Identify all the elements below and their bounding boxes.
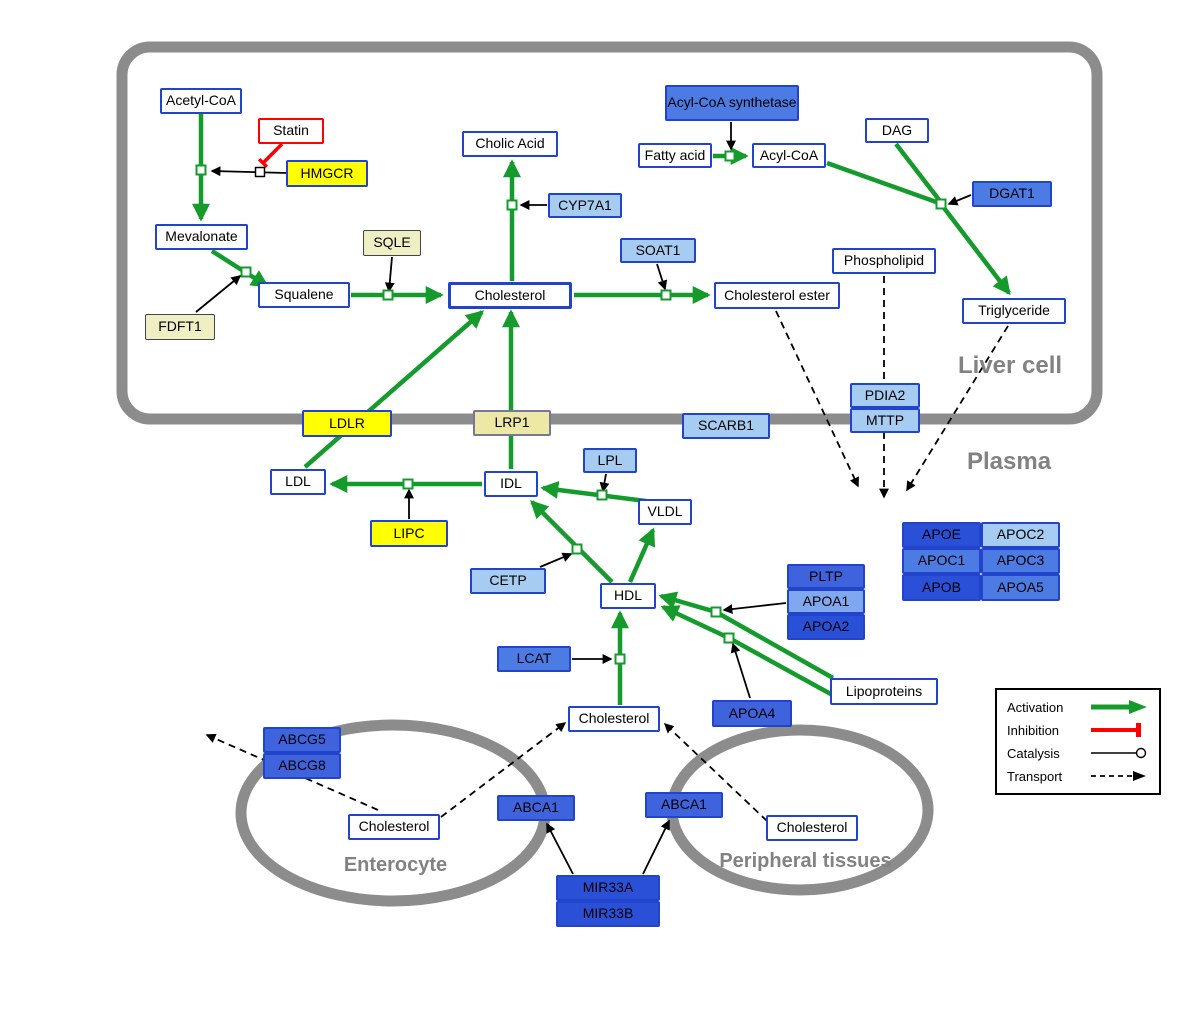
edge-hdl-idl-cetp [530,500,614,584]
legend-transport-label: Transport [1007,768,1063,784]
catalysis-edges [195,122,972,875]
node-phospholipid[interactable]: Phospholipid [832,248,936,274]
node-lcat[interactable]: LCAT [497,646,571,672]
catalysis-soat1 [656,263,668,291]
node-acetyl-coa[interactable]: Acetyl-CoA [160,88,242,114]
node-abcg8[interactable]: ABCG8 [263,753,341,779]
node-sqle[interactable]: SQLE [363,230,421,256]
edge-mevalonate-squalene [210,249,270,288]
liver-cell-label: Liver cell [958,352,1063,379]
node-apoa5[interactable]: APOA5 [981,574,1060,601]
peripheral-tissues-label: Peripheral tissues [719,850,892,872]
node-dgat1[interactable]: DGAT1 [972,181,1052,207]
transport-enterocyte-plasma-cholesterol [440,722,567,818]
node-cholesterol-liver[interactable]: Cholesterol [448,282,572,309]
catalysis-circle-icon [1091,747,1147,759]
node-acyl-coa[interactable]: Acyl-CoA [752,143,826,168]
catalysis-apoa4 [730,642,751,699]
edge-hdl-vldl [627,527,656,583]
node-apoe[interactable]: APOE [902,522,981,548]
legend-catalysis-label: Catalysis [1007,745,1060,761]
node-lrp1[interactable]: LRP1 [473,410,551,436]
catalysis-sqle [384,256,395,293]
edge-dag-junction [894,142,942,203]
enterocyte-label: Enterocyte [343,854,448,876]
node-abca1-left[interactable]: ABCA1 [497,795,575,821]
node-mir33b[interactable]: MIR33B [556,901,660,927]
catalysis-hmgcr [210,166,288,177]
plasma-label: Plasma [967,448,1052,475]
inhibition-tee-icon [1091,723,1141,737]
node-mevalonate[interactable]: Mevalonate [155,224,248,250]
node-triglyceride[interactable]: Triglyceride [962,298,1066,324]
liver-cell-membrane [116,41,1103,425]
connector-mir33-abca1-left [546,822,574,875]
node-dag[interactable]: DAG [865,118,929,143]
connector-mir33-abca1-right [642,819,670,875]
node-mir33a[interactable]: MIR33A [556,875,660,901]
catalysis-cetp [539,552,573,568]
node-statin[interactable]: Statin [258,118,324,144]
activation-arrow-icon [1091,700,1147,714]
legend-row-catalysis: Catalysis [1007,744,1149,762]
node-cholesterol-plasma[interactable]: Cholesterol [568,706,660,732]
node-ldlr[interactable]: LDLR [302,410,392,437]
node-cholesterol-enterocyte[interactable]: Cholesterol [348,814,440,840]
node-lpl[interactable]: LPL [583,448,637,473]
node-apoc2[interactable]: APOC2 [981,522,1060,548]
node-hmgcr[interactable]: HMGCR [286,160,368,187]
node-cyp7a1[interactable]: CYP7A1 [548,193,622,218]
legend: Activation Inhibition Catalysis Transpor… [995,688,1161,795]
node-ldl[interactable]: LDL [270,469,326,495]
node-cholic-acid[interactable]: Cholic Acid [462,131,558,157]
node-abca1-right[interactable]: ABCA1 [645,792,723,818]
edge-acylcoa-junction [826,160,940,206]
transport-cholesterolester-plasma [775,310,859,488]
node-mttp[interactable]: MTTP [850,408,920,433]
node-squalene[interactable]: Squalene [258,282,350,308]
inhibition-statin-hmgcr [257,142,284,169]
node-scarb1[interactable]: SCARB1 [682,413,770,439]
node-apoc3[interactable]: APOC3 [981,548,1060,574]
edge-junction-triglyceride [939,202,1011,296]
node-apoa1[interactable]: APOA1 [787,589,865,614]
legend-row-activation: Activation [1007,698,1149,716]
catalysis-apoa-stack [722,602,787,614]
inhibition-edges [257,142,284,169]
catalysis-node-hmgcr [254,166,266,178]
node-abcg5[interactable]: ABCG5 [263,727,341,753]
node-apoa2[interactable]: APOA2 [787,614,865,640]
edge-ldl-cholesterol-via-ldlr [303,310,485,469]
node-cholesterol-peripheral[interactable]: Cholesterol [766,815,858,841]
node-acyl-coa-synthetase[interactable]: Acyl-CoA synthetase [665,85,799,121]
catalysis-fdft1 [195,275,242,313]
transport-dashed-arrow-icon [1091,771,1146,781]
node-pltp[interactable]: PLTP [787,564,865,589]
legend-row-transport: Transport [1007,767,1149,785]
edge-vldl-idl [540,480,647,504]
node-pdia2[interactable]: PDIA2 [850,383,920,408]
node-fdft1[interactable]: FDFT1 [145,314,215,340]
node-fatty-acid[interactable]: Fatty acid [638,143,712,168]
legend-inhibition-label: Inhibition [1007,722,1060,738]
node-lipc[interactable]: LIPC [370,520,448,547]
node-cetp[interactable]: CETP [470,568,546,594]
node-soat1[interactable]: SOAT1 [620,238,696,263]
node-vldl[interactable]: VLDL [638,499,692,525]
node-apoc1[interactable]: APOC1 [902,548,981,574]
node-cholesterol-ester[interactable]: Cholesterol ester [714,282,840,309]
catalysis-dgat1 [947,194,972,206]
node-lipoproteins[interactable]: Lipoproteins [830,678,938,705]
node-hdl[interactable]: HDL [600,583,656,609]
legend-row-inhibition: Inhibition [1007,721,1149,739]
transport-triglyceride-plasma [906,325,1009,492]
catalysis-lpl [599,473,610,493]
node-apob[interactable]: APOB [902,574,981,601]
node-idl[interactable]: IDL [484,471,538,497]
legend-activation-label: Activation [1007,699,1064,715]
reaction-nodes [195,150,947,665]
node-apoa4[interactable]: APOA4 [712,700,792,727]
